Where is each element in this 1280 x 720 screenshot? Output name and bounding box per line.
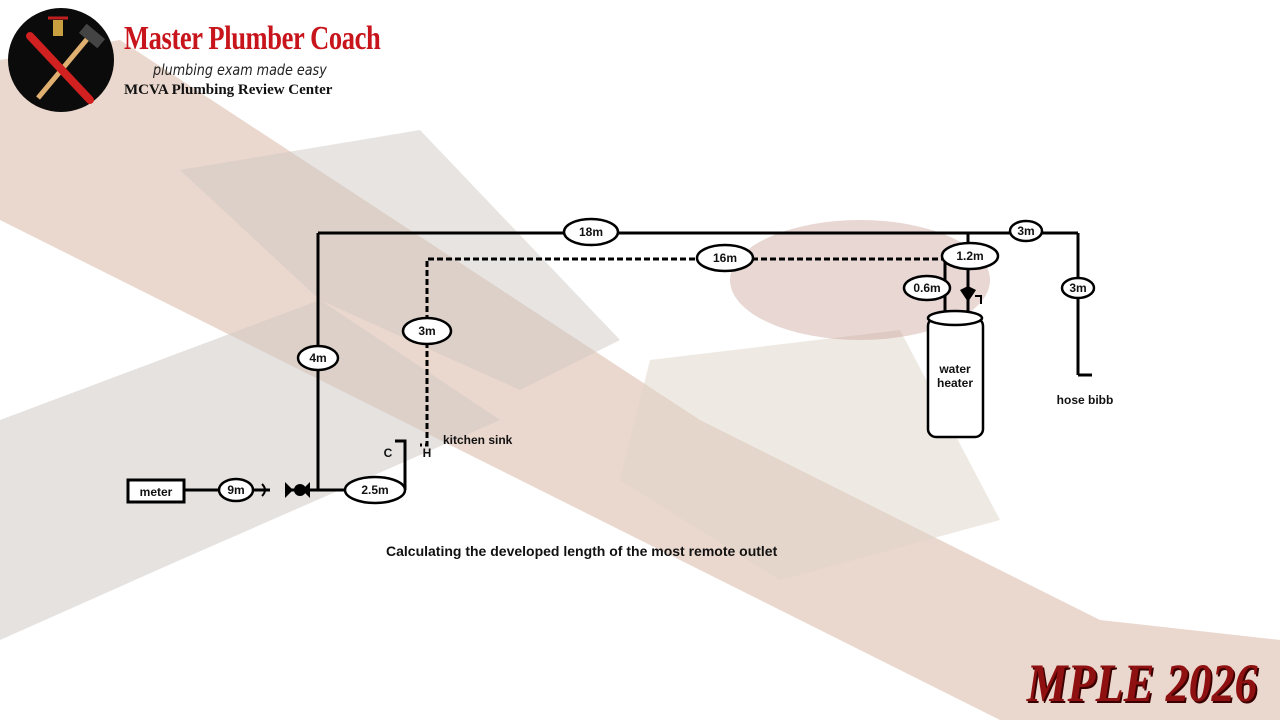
length-label: 4m <box>309 351 326 365</box>
length-label: 9m <box>227 483 244 497</box>
length-label: 2.5m <box>361 483 388 497</box>
exam-title: MPLE 2026 <box>1027 653 1258 713</box>
pipe-hot <box>420 257 965 447</box>
brand-title: Master Plumber Coach <box>124 20 381 57</box>
wrench-hammer-icon <box>26 16 106 104</box>
tagline: plumbing exam made easy <box>153 61 327 79</box>
review-center-name: MCVA Plumbing Review Center <box>124 82 333 98</box>
length-label: 18m <box>579 225 603 239</box>
cold-label: C <box>384 446 393 460</box>
water-heater-label: water <box>938 362 971 376</box>
hose-bibb-label: hose bibb <box>1057 393 1114 407</box>
pipe-sink-cold <box>395 439 407 490</box>
kitchen-sink-label: kitchen sink <box>443 433 513 447</box>
length-label: 3m <box>1069 281 1086 295</box>
length-label: 0.6m <box>913 281 940 295</box>
caption: Calculating the developed length of the … <box>386 543 778 559</box>
meter-label: meter <box>140 485 173 499</box>
logo <box>8 8 114 112</box>
length-label: 3m <box>1017 224 1034 238</box>
heater-valve-icon <box>960 286 976 302</box>
length-label: 16m <box>713 251 737 265</box>
meter-box <box>126 478 186 504</box>
length-label: 3m <box>418 324 435 338</box>
water-heater-label: heater <box>937 376 973 390</box>
hot-label: H <box>423 446 432 460</box>
length-label: 1.2m <box>956 249 983 263</box>
